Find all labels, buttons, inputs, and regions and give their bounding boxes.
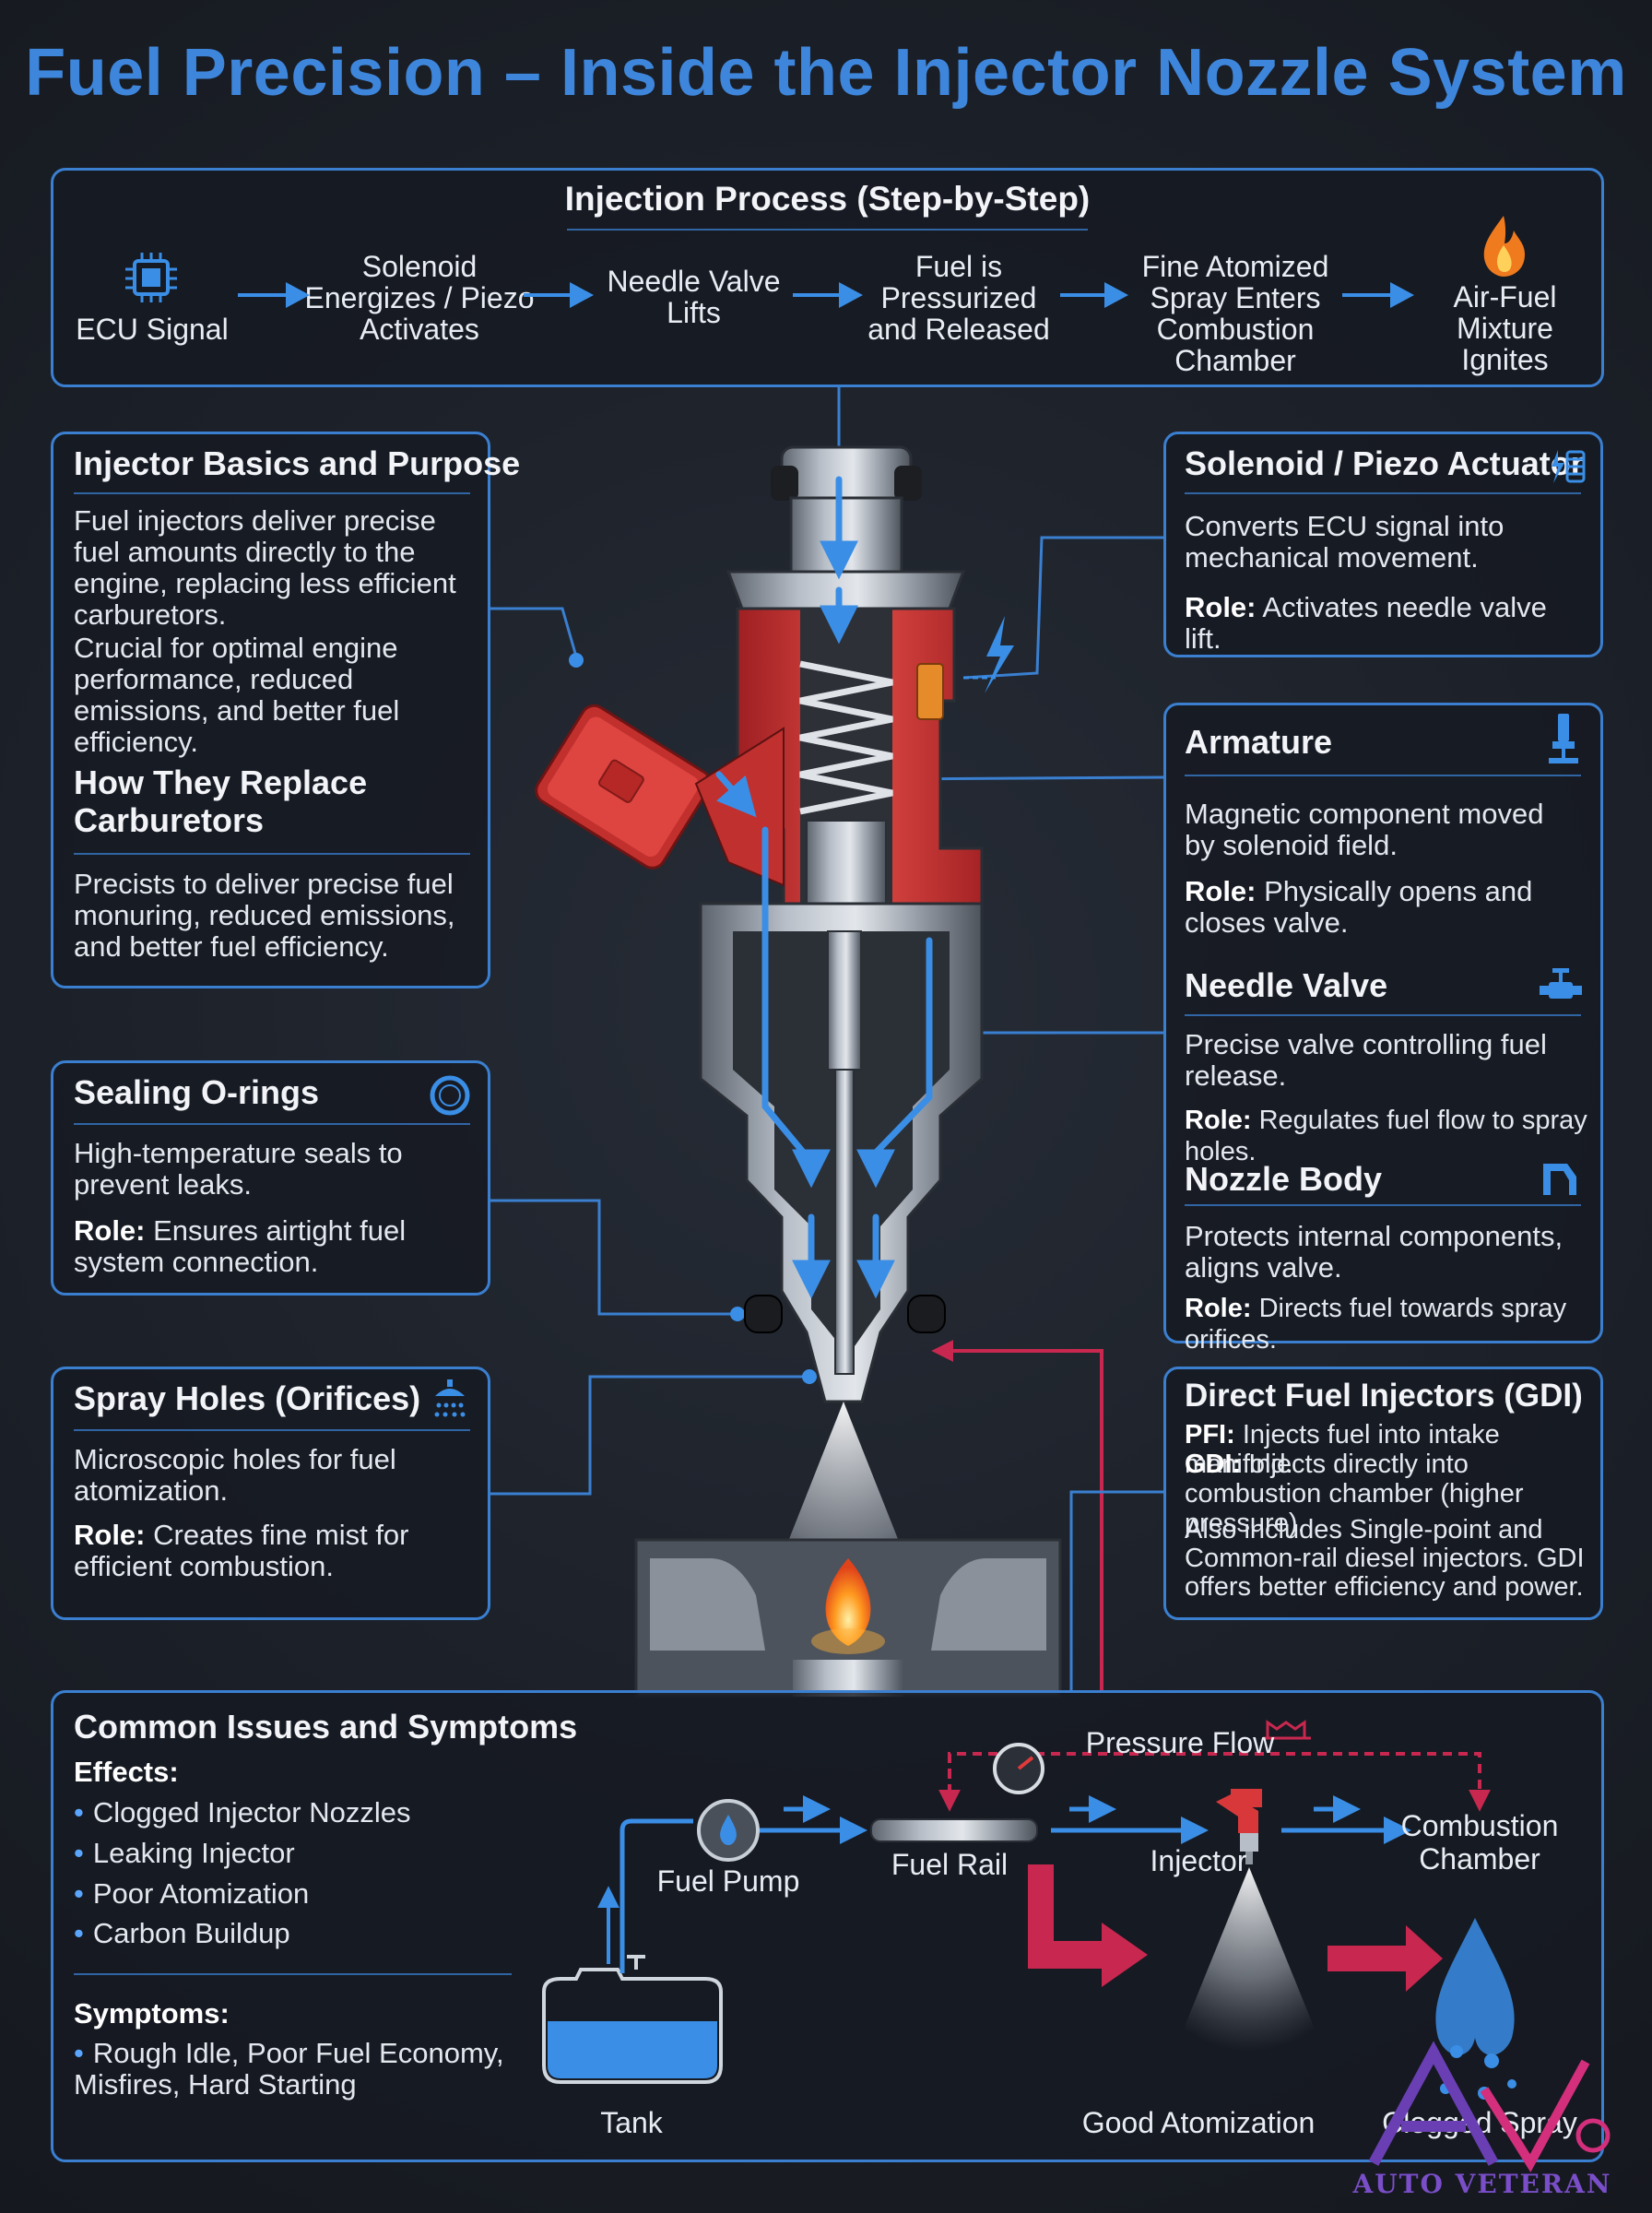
gdi-pfi: PFI: Injects fuel into intake manifold. [1185, 1420, 1595, 1479]
fuel-flow-diagram [542, 1720, 1516, 2100]
orings-desc: High-temperature seals to prevent leaks. [74, 1137, 403, 1201]
injector-label: Injector [1150, 1844, 1247, 1877]
step-needle-valve: Needle Valve Lifts [607, 265, 781, 329]
spray-holes-desc: Microscopic holes for fuel atomization. [74, 1443, 396, 1507]
solenoid-role-text: Activates needle valve lift. [1185, 591, 1547, 655]
basics-panel [51, 432, 490, 988]
process-arrows [238, 282, 1414, 308]
step-pressurized: Fuel is Pressurized and Released [867, 250, 1050, 346]
logo-text: AUTO VETERAN [1352, 2169, 1612, 2199]
chip-icon [125, 253, 177, 302]
spray-holes-panel [51, 1367, 490, 1620]
basics-subrule [74, 853, 470, 855]
armature-role-text: Physically opens and closes valve. [1185, 875, 1533, 939]
solenoid-role: Role: Activates needle valve lift. [1185, 592, 1590, 655]
nozzle-role-label: Role: [1185, 1294, 1252, 1323]
gdi-gdi-label: GDI: [1185, 1450, 1242, 1479]
coil-icon [1552, 450, 1586, 483]
spray-holes-role-label: Role: [74, 1519, 146, 1551]
nozzle-rule [1185, 1204, 1581, 1206]
gdi-extra: Also includes Single-point and Common-ra… [1185, 1515, 1585, 1602]
symptoms-item: Rough Idle, Poor Fuel Economy, Misfires,… [74, 2038, 507, 2101]
logo-mark [1368, 2041, 1611, 2172]
step-ignites: Air-Fuel Mixture Ignites [1453, 280, 1557, 376]
effect-item: Poor Atomization [74, 1877, 309, 1911]
spray-holes-role-text: Creates fine mist for efficient combusti… [74, 1519, 409, 1582]
basics-subheading: How They Replace Carburetors [74, 763, 368, 839]
gdi-gdi-text: Injects directly into combustion chamber… [1185, 1450, 1524, 1538]
ring-icon [430, 1075, 470, 1116]
solenoid-heading: Solenoid / Piezo Actuator [1185, 444, 1584, 482]
nozzle-heading: Nozzle Body [1185, 1160, 1383, 1198]
process-panel [51, 168, 1604, 387]
armature-heading: Armature [1185, 723, 1333, 761]
basics-text-3: Precists to deliver precise fuel monurin… [74, 868, 455, 963]
basics-heading: Injector Basics and Purpose [74, 444, 521, 482]
basics-text-1: Fuel injectors deliver precise fuel amou… [74, 504, 456, 631]
orings-rule [74, 1123, 470, 1125]
nozzle-desc: Protects internal components, aligns val… [1185, 1220, 1564, 1284]
solenoid-desc: Converts ECU signal into mechanical move… [1185, 510, 1504, 574]
armature-desc: Magnetic component moved by solenoid fie… [1185, 798, 1544, 861]
needle-heading: Needle Valve [1185, 966, 1388, 1004]
spray-holes-role: Role: Creates fine mist for efficient co… [74, 1520, 484, 1582]
effect-item: Clogged Injector Nozzles [74, 1796, 411, 1829]
valve-icon [1540, 968, 1582, 999]
tank-label: Tank [600, 2106, 663, 2139]
orings-heading: Sealing O-rings [74, 1073, 320, 1111]
basics-text-2: Crucial for optimal engine performance, … [74, 632, 400, 758]
needle-desc: Precise valve controlling fuel release. [1185, 1028, 1547, 1092]
nozzle-role: Role: Directs fuel towards spray orifice… [1185, 1293, 1599, 1355]
issues-heading: Common Issues and Symptoms [74, 1708, 578, 1746]
armature-icon [1549, 714, 1578, 763]
gdi-pfi-label: PFI: [1185, 1420, 1235, 1450]
process-heading: Injection Process (Step-by-Step) [564, 180, 1091, 218]
shower-icon [434, 1379, 466, 1417]
gdi-heading: Direct Fuel Injectors (GDI) [1185, 1378, 1583, 1414]
armature-role: Role: Physically opens and closes valve. [1185, 876, 1590, 939]
page-title: Fuel Precision – Inside the Injector Noz… [25, 36, 1627, 110]
armature-rule [1185, 775, 1581, 776]
fuel-pump-label: Fuel Pump [656, 1864, 800, 1898]
process-rule [567, 229, 1088, 231]
solenoid-role-label: Role: [1185, 591, 1257, 623]
orings-role-label: Role: [74, 1214, 146, 1247]
needle-role: Role: Regulates fuel flow to spray holes… [1185, 1105, 1599, 1167]
components-panel [1163, 703, 1603, 1343]
gdi-pfi-text: Injects fuel into intake manifold. [1185, 1420, 1500, 1479]
nozzle-role-text: Directs fuel towards spray orifices. [1185, 1294, 1567, 1355]
spray-holes-rule [74, 1429, 470, 1431]
orings-panel [51, 1060, 490, 1296]
needle-rule [1185, 1014, 1581, 1016]
pressure-flow-label: Pressure Flow [1085, 1726, 1275, 1759]
solenoid-rule [1185, 492, 1581, 494]
nozzle-icon [1543, 1164, 1576, 1195]
basics-rule [74, 492, 470, 494]
fuel-rail-label: Fuel Rail [891, 1848, 1009, 1881]
flame-icon [1483, 216, 1525, 277]
issues-rule [74, 1973, 512, 1975]
armature-role-label: Role: [1185, 875, 1257, 907]
good-atomization-label: Good Atomization [1081, 2106, 1316, 2139]
gdi-panel [1163, 1367, 1603, 1620]
combustion-chamber-label: Combustion Chamber [1400, 1809, 1559, 1876]
solenoid-panel [1163, 432, 1603, 657]
orings-role-text: Ensures airtight fuel system connection. [74, 1214, 407, 1278]
needle-role-label: Role: [1185, 1106, 1252, 1135]
gdi-gdi: GDI: Injects directly into combustion ch… [1185, 1450, 1595, 1538]
effect-item: Carbon Buildup [74, 1917, 290, 1950]
spray-holes-heading: Spray Holes (Orifices) [74, 1379, 421, 1417]
orings-role: Role: Ensures airtight fuel system conne… [74, 1215, 479, 1278]
step-ecu-signal: ECU Signal [76, 313, 229, 346]
effects-label: Effects: [74, 1756, 179, 1788]
effect-item: Leaking Injector [74, 1837, 295, 1870]
step-spray: Fine Atomized Spray Enters Combustion Ch… [1141, 250, 1329, 377]
step-solenoid: Solenoid Energizes / Piezo Activates [304, 250, 535, 346]
symptoms-label: Symptoms: [74, 1997, 230, 2030]
needle-role-text: Regulates fuel flow to spray holes. [1185, 1106, 1587, 1166]
